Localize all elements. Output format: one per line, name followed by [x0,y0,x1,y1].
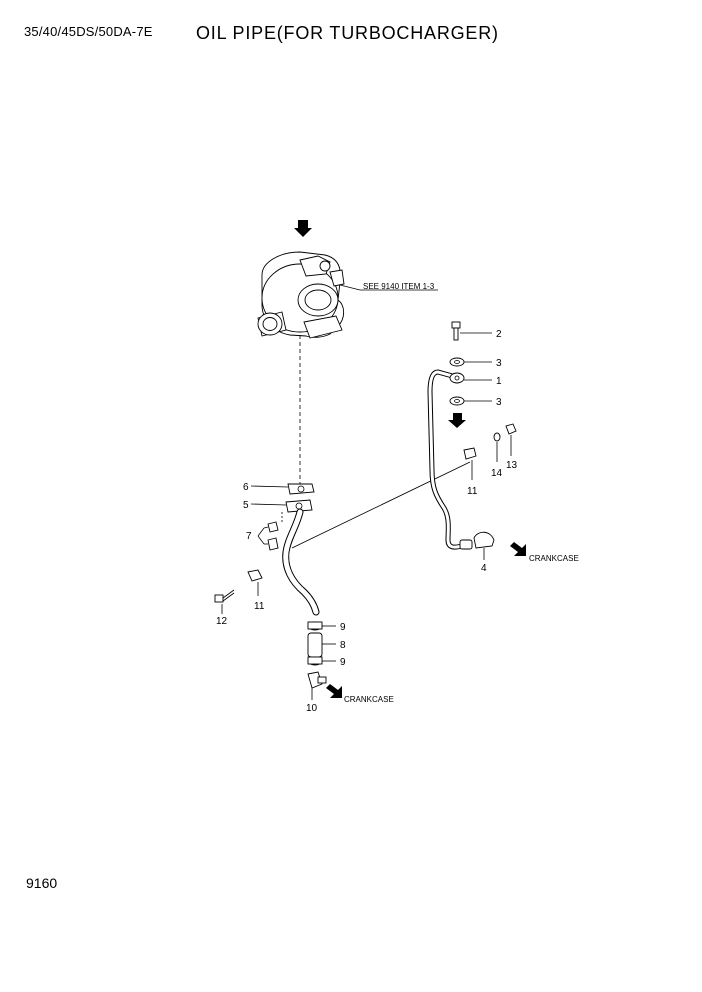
callout-4: 4 [481,563,487,574]
callout-9-lower: 9 [340,657,346,668]
bolt-part-12 [214,589,235,603]
turbocharger [257,251,345,339]
gasket-part-6 [287,483,315,495]
bolt-part-2 [451,321,461,341]
callout-9-upper: 9 [340,622,346,633]
crankcase-label-upper: CRANKCASE [529,554,579,563]
reference-note: SEE 9140 ITEM 1-3 [363,282,435,291]
model-number: 35/40/45DS/50DA-7E [24,24,153,39]
arrow-down-icon-right [448,413,466,428]
washer-part-14 [493,432,501,442]
callout-3-upper: 3 [496,358,502,369]
crankcase-label-lower: CRANKCASE [344,695,394,704]
connector-part-10 [307,671,327,689]
callout-7: 7 [246,531,252,542]
callout-3-lower: 3 [496,397,502,408]
clip-part-11-right [463,447,477,460]
callout-10: 10 [306,703,318,714]
page-number: 9160 [26,875,58,891]
arrow-crankcase-icon-lower [326,684,342,698]
fitting-part-7a [267,521,279,533]
flange-part-5 [285,499,313,513]
callout-12: 12 [216,616,228,627]
clamp-part-9-lower [307,656,323,666]
callout-6: 6 [243,482,249,493]
callout-5: 5 [243,500,249,511]
callout-1: 1 [496,376,502,387]
page-title: OIL PIPE(FOR TURBOCHARGER) [196,23,499,43]
fitting-part-7b [267,537,279,551]
callout-11-right: 11 [467,486,478,497]
clip-part-11-left [247,569,263,582]
callout-8: 8 [340,640,346,651]
arrow-crankcase-icon-upper [510,542,526,556]
callout-11-left: 11 [254,601,265,612]
nut-part-13 [505,423,517,435]
hose-part-8 [307,632,323,658]
connector-part-4 [459,531,495,550]
clamp-part-9-upper [307,621,323,631]
arrow-down-icon [294,220,312,237]
callout-2: 2 [496,329,502,340]
callout-13: 13 [506,460,518,471]
callout-14: 14 [491,468,503,479]
